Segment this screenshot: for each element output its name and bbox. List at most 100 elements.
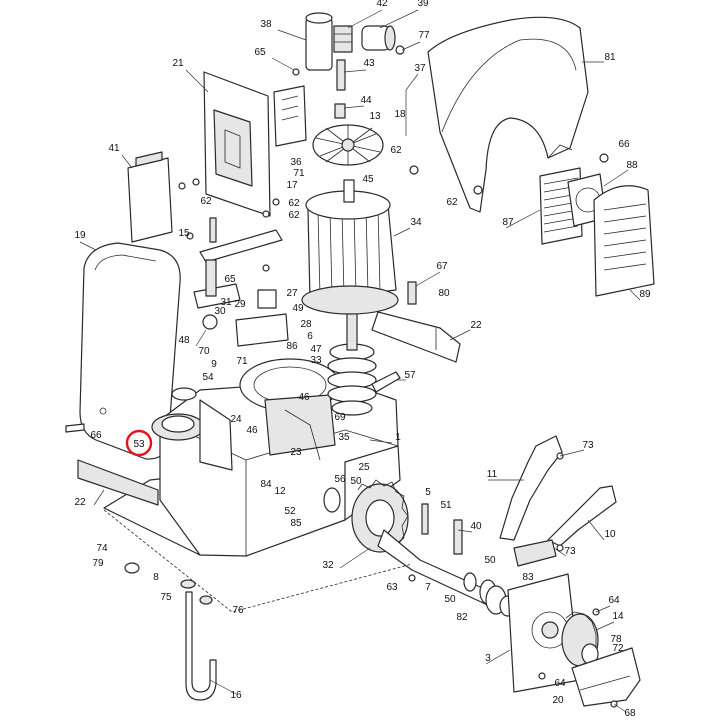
- release-lever-part: [499, 435, 617, 567]
- callout-label-28: 28: [300, 319, 312, 330]
- callout-label-3: 3: [485, 653, 491, 664]
- callout-label-14: 14: [612, 611, 624, 622]
- callout-label-77: 77: [418, 30, 430, 41]
- callout-label-40: 40: [470, 521, 482, 532]
- callout-label-54: 54: [202, 372, 214, 383]
- base-housing-part: [77, 379, 401, 557]
- callout-label-12: 12: [274, 486, 286, 497]
- callout-label-25: 25: [358, 462, 370, 473]
- receiver-box-part: [127, 151, 173, 243]
- connector-strip-part: [334, 59, 346, 119]
- callout-label-21: 21: [172, 58, 184, 69]
- callout-label-22: 22: [74, 497, 86, 508]
- cam-wheel-part: [239, 358, 341, 461]
- callout-label-7: 7: [425, 582, 431, 593]
- callout-label-83: 83: [522, 572, 534, 583]
- callout-label-46: 46: [298, 392, 310, 403]
- callout-label-37: 37: [414, 63, 426, 74]
- callout-label-50: 50: [484, 555, 496, 566]
- callout-label-24: 24: [230, 414, 242, 425]
- callout-label-43: 43: [363, 58, 375, 69]
- highlight-label: 53: [133, 439, 145, 450]
- motor-part: [301, 179, 399, 315]
- pinion-plate-part: [507, 573, 581, 693]
- callout-label-86: 86: [286, 341, 298, 352]
- callout-label-15: 15: [178, 228, 190, 239]
- callout-label-89: 89: [639, 289, 651, 300]
- callout-label-70: 70: [198, 346, 210, 357]
- baseplate-outline-part: [103, 509, 413, 613]
- callout-label-80: 80: [438, 288, 450, 299]
- callout-label-9: 9: [211, 359, 217, 370]
- callout-label-56: 56: [334, 474, 346, 485]
- callout-label-51: 51: [440, 500, 452, 511]
- callout-label-62: 62: [288, 198, 300, 209]
- callout-label-79: 79: [92, 558, 104, 569]
- leader-lines: [79, 9, 641, 713]
- callout-label-19: 19: [74, 230, 86, 241]
- callout-label-62: 62: [446, 197, 458, 208]
- bracket-small-parts: [193, 229, 289, 347]
- callout-label-8: 8: [153, 572, 159, 583]
- callout-label-34: 34: [410, 217, 422, 228]
- drive-shaft-part: [377, 529, 501, 609]
- callout-label-17: 17: [286, 180, 298, 191]
- callout-label-20: 20: [552, 695, 564, 706]
- callout-label-41: 41: [108, 143, 120, 154]
- callout-label-73: 73: [582, 440, 594, 451]
- callout-label-75: 75: [160, 592, 172, 603]
- callout-label-45: 45: [362, 174, 374, 185]
- callout-label-50: 50: [444, 594, 456, 605]
- callout-label-52: 52: [284, 506, 296, 517]
- callout-label-6: 6: [307, 331, 313, 342]
- callout-label-23: 23: [290, 447, 302, 458]
- callout-label-81: 81: [604, 52, 616, 63]
- callout-label-5: 5: [425, 487, 431, 498]
- callout-label-10: 10: [604, 529, 616, 540]
- callout-label-31: 31: [220, 297, 232, 308]
- pinion-cover-part: [571, 647, 641, 707]
- callout-label-44: 44: [360, 95, 372, 106]
- fan-part: [312, 124, 384, 166]
- spring-stack-part: [327, 309, 377, 416]
- callout-label-1: 1: [395, 432, 401, 443]
- callout-label-29: 29: [234, 299, 246, 310]
- callout-label-71: 71: [236, 356, 248, 367]
- callout-label-71: 71: [293, 168, 305, 179]
- callout-label-84: 84: [260, 479, 272, 490]
- callout-label-16: 16: [230, 690, 242, 701]
- screw-parts: [65, 45, 618, 708]
- control-board-part: [203, 71, 307, 217]
- callout-label-48: 48: [178, 335, 190, 346]
- callout-label-32: 32: [322, 560, 334, 571]
- callout-label-85: 85: [290, 518, 302, 529]
- callout-label-62: 62: [200, 196, 212, 207]
- callout-label-88: 88: [626, 160, 638, 171]
- callout-label-33: 33: [310, 355, 322, 366]
- callout-label-76: 76: [232, 605, 244, 616]
- callout-label-62: 62: [390, 145, 402, 156]
- callout-label-68: 68: [624, 708, 636, 719]
- cylinder-part: [361, 25, 396, 51]
- capacitor-part: [305, 12, 333, 71]
- callout-label-22: 22: [470, 320, 482, 331]
- callout-label-82: 82: [456, 612, 468, 623]
- highlight-callout: 53: [125, 429, 153, 457]
- callout-label-27: 27: [286, 288, 298, 299]
- callout-label-36: 36: [290, 157, 302, 168]
- callout-label-67: 67: [436, 261, 448, 272]
- callout-label-74: 74: [96, 543, 108, 554]
- callout-label-39: 39: [417, 0, 429, 9]
- callout-label-87: 87: [502, 217, 514, 228]
- callout-label-13: 13: [369, 111, 381, 122]
- callout-label-73: 73: [564, 546, 576, 557]
- callout-label-64: 64: [608, 595, 620, 606]
- callout-label-46: 46: [246, 425, 258, 436]
- callout-label-50: 50: [350, 476, 362, 487]
- callout-label-66: 66: [618, 139, 630, 150]
- callout-label-49: 49: [292, 303, 304, 314]
- callout-label-65: 65: [224, 274, 236, 285]
- output-gear-part: [351, 479, 409, 555]
